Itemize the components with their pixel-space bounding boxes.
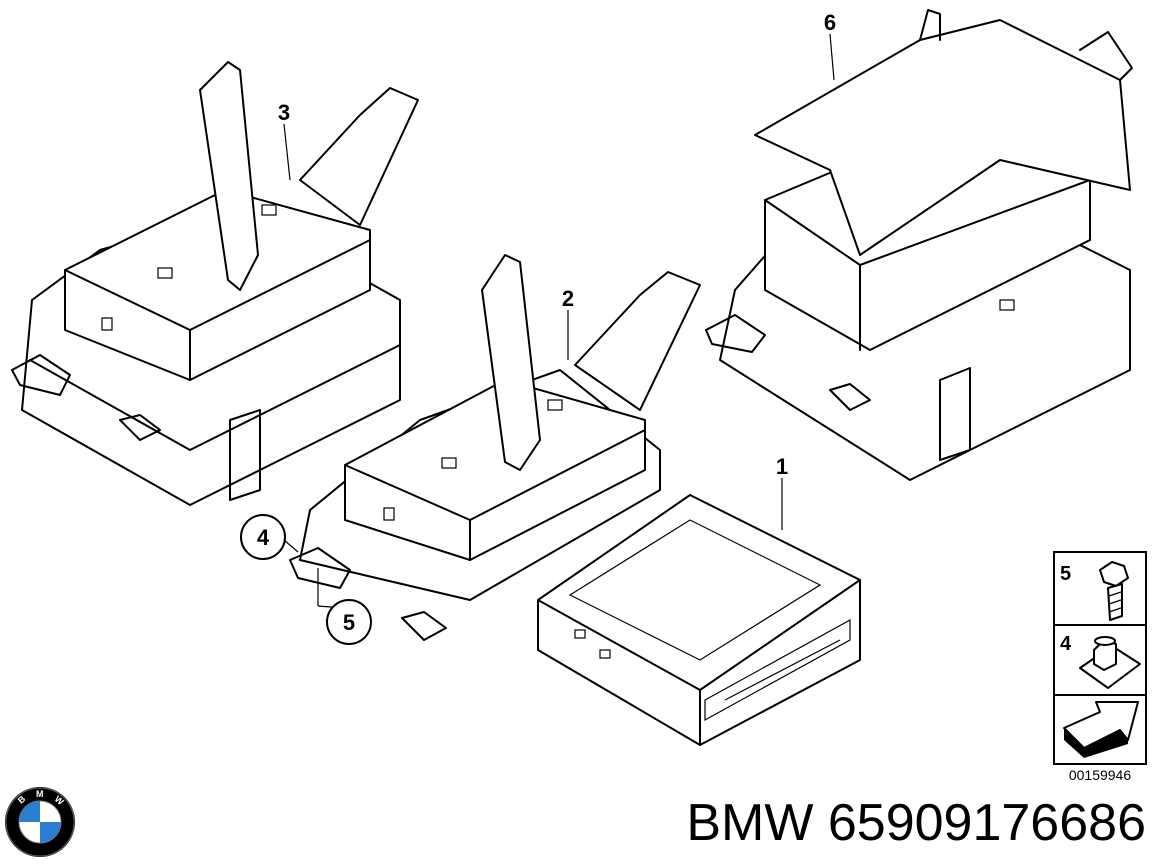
bmw-roundel-icon: B M W	[5, 787, 75, 857]
clip-nut-icon	[1079, 636, 1141, 689]
svg-text:B: B	[16, 793, 28, 805]
part-3-bracket	[11, 61, 419, 506]
legend-label-4: 4	[1060, 633, 1072, 655]
callout-4-circle	[240, 514, 286, 560]
callout-2: 2	[562, 286, 574, 311]
callout-1: 1	[776, 454, 788, 479]
bolt-icon	[1099, 561, 1129, 621]
part-1-head-unit	[537, 494, 861, 746]
callout-5-circle	[326, 599, 372, 645]
part-number-caption: BMW 65909176686	[686, 794, 1146, 852]
callout-5: 5	[343, 610, 355, 635]
callout-3: 3	[278, 100, 290, 125]
parts-legend: 5 4	[1053, 551, 1147, 765]
callout-4: 4	[257, 525, 270, 550]
reference-number: 00159946	[1069, 767, 1132, 783]
arrow-right-icon	[1063, 701, 1139, 758]
svg-text:M: M	[36, 789, 44, 799]
part-6-bracket	[705, 9, 1133, 481]
leader-lines	[283, 33, 835, 609]
legend-label-5: 5	[1060, 563, 1071, 585]
part-2-bracket	[289, 254, 701, 641]
callout-6: 6	[824, 10, 836, 35]
